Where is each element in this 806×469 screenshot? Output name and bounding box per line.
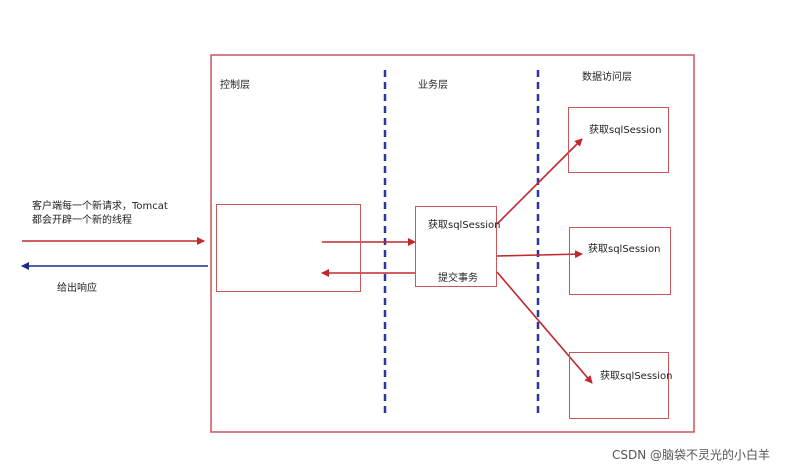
dao-box-3-label: 获取sqlSession bbox=[600, 371, 673, 382]
dao-box-1-label: 获取sqlSession bbox=[589, 125, 662, 136]
watermark: CSDN @脑袋不灵光的小白羊 bbox=[612, 448, 771, 462]
layer-dao-label: 数据访问层 bbox=[582, 72, 632, 83]
request-text-line2: 都会开辟一个新的线程 bbox=[32, 215, 132, 226]
service-box: 获取sqlSession 提交事务 bbox=[415, 206, 501, 287]
system-container bbox=[210, 54, 695, 433]
dao-box-2-label: 获取sqlSession bbox=[588, 244, 661, 255]
layer-controller-label: 控制层 bbox=[220, 80, 250, 91]
service-to-dao1-arrow bbox=[496, 138, 583, 225]
response-text: 给出响应 bbox=[57, 283, 97, 294]
dao-box-3: 获取sqlSession bbox=[569, 352, 673, 419]
controller-box bbox=[216, 204, 361, 292]
service-commit-label: 提交事务 bbox=[438, 273, 478, 284]
service-to-dao3-arrow bbox=[496, 271, 593, 384]
service-get-session-label: 获取sqlSession bbox=[428, 220, 501, 231]
request-text-line1: 客户端每一个新请求，Tomcat bbox=[32, 201, 168, 212]
service-to-dao2-arrow bbox=[496, 250, 583, 259]
dao-box-1: 获取sqlSession bbox=[568, 107, 669, 173]
layer-service-label: 业务层 bbox=[418, 80, 448, 91]
dao-box-2: 获取sqlSession bbox=[569, 227, 671, 295]
